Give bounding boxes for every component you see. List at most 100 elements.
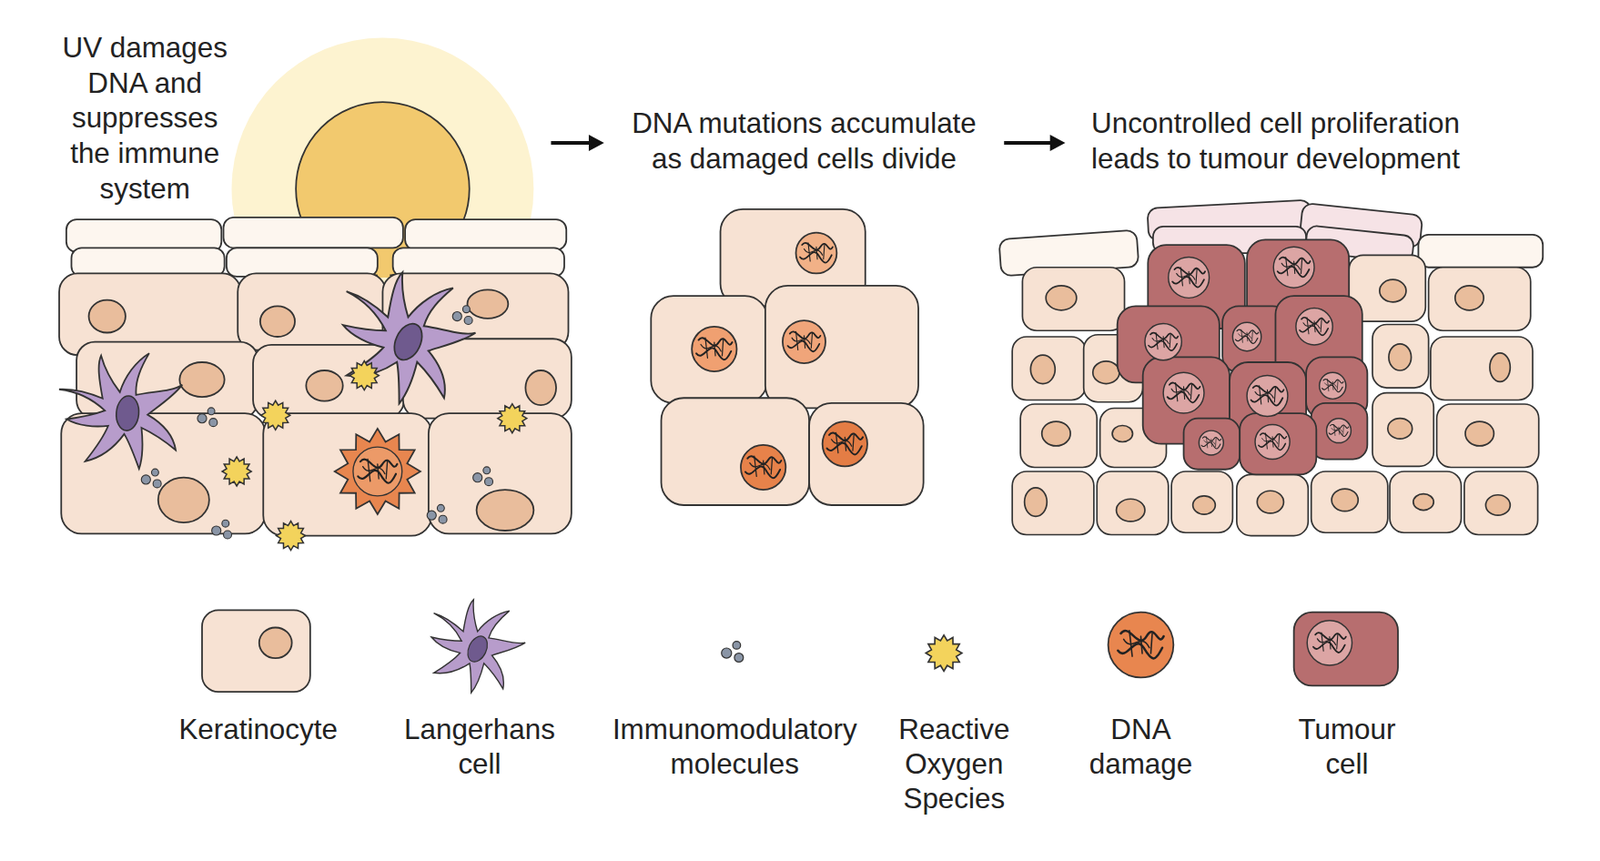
- illustration-part: [353, 446, 403, 497]
- illustration-part: [1372, 393, 1434, 467]
- illustration-part: [796, 232, 838, 274]
- legend-label: Immunomodulatory molecules: [601, 712, 868, 782]
- illustration-part: [1465, 421, 1494, 446]
- illustration-part: [1117, 630, 1164, 659]
- illustration-part: [202, 609, 311, 692]
- illustration-part: [740, 445, 786, 490]
- illustration-part: [1258, 433, 1287, 451]
- illustration-part: [1045, 285, 1077, 311]
- dna-damage-cell: [334, 428, 421, 515]
- illustration-part: [452, 305, 473, 325]
- immunomodulatory-molecules: [141, 305, 493, 539]
- ros: [222, 361, 527, 551]
- illustration-part: [1256, 490, 1284, 514]
- illustration-part: [70, 247, 224, 276]
- illustration-part: [179, 362, 224, 397]
- langerhans-cells: [50, 272, 476, 487]
- illustration-part: [1236, 474, 1308, 536]
- illustration-part: [1235, 329, 1259, 344]
- stage-caption: Uncontrolled cell proliferation leads to…: [1071, 106, 1479, 177]
- stage-panel: DNA mutations accumulate as damaged cell…: [604, 106, 1004, 181]
- illustration-part: [1096, 471, 1168, 536]
- illustration-part: [765, 285, 919, 409]
- illustration-part: [1012, 336, 1086, 401]
- illustration-part: [1322, 379, 1344, 393]
- stratum-corneum: [66, 217, 567, 277]
- illustration-part: [222, 456, 252, 487]
- illustration-part: [1116, 498, 1145, 522]
- arrow-head: [588, 134, 605, 152]
- illustration-part: [1012, 471, 1094, 536]
- illustration-part: [1372, 324, 1429, 389]
- legend-label: Keratinocyte: [156, 712, 361, 748]
- stage-caption: UV damages DNA and suppresses the immune…: [52, 30, 237, 207]
- legend-item: Keratinocyte: [156, 712, 361, 748]
- illustration-part: [1246, 375, 1288, 417]
- illustration-part: [1299, 317, 1329, 336]
- illustration-part: [1255, 424, 1290, 459]
- illustration-part: [1311, 471, 1388, 533]
- illustration-part: [721, 641, 744, 663]
- illustration-part: [827, 432, 863, 455]
- illustration-part: [212, 519, 233, 539]
- illustration-part: [1198, 430, 1224, 456]
- illustration-part: [1042, 421, 1071, 446]
- illustration-part: [1277, 257, 1311, 278]
- illustration-part: [1093, 361, 1120, 385]
- illustration-part: [1311, 403, 1368, 460]
- illustration-part: [691, 326, 737, 372]
- illustration-part: [1417, 234, 1543, 268]
- tumour-dna: [1148, 257, 1349, 451]
- illustration-part: [925, 635, 963, 672]
- illustration-part: [276, 521, 306, 551]
- dividing-cells: [650, 209, 923, 506]
- illustration-part: [745, 455, 781, 478]
- illustration-part: [473, 466, 494, 487]
- illustration-part: [1239, 413, 1317, 475]
- illustration-part: [1168, 257, 1210, 299]
- illustration-part: [1326, 418, 1352, 444]
- legend-item: Reactive Oxygen Species: [892, 712, 1016, 817]
- illustration-part: [1437, 404, 1540, 468]
- illustration-part: [357, 459, 397, 484]
- illustration-part: [1232, 322, 1261, 351]
- illustration-part: [1251, 385, 1285, 406]
- illustration-part: [334, 428, 421, 515]
- illustration-part: [377, 244, 390, 278]
- illustration-part: [1184, 418, 1241, 470]
- illustration-part: [788, 331, 821, 352]
- illustration-part: [405, 219, 567, 251]
- illustration-part: [809, 403, 924, 506]
- legend-item: Tumour cell: [1296, 712, 1398, 782]
- illustration-part: [1030, 354, 1055, 384]
- illustration-part: [223, 217, 404, 249]
- tumour-cells: [1117, 239, 1368, 475]
- illustration-part: [1389, 471, 1461, 533]
- illustration-part: [259, 627, 293, 659]
- illustration-part: [1319, 372, 1347, 399]
- illustration-part: [428, 413, 572, 534]
- illustration-part: [1193, 496, 1216, 515]
- illustration-part: [50, 333, 204, 487]
- legend-item: Langerhans cell: [397, 712, 561, 782]
- legend-label: Tumour cell: [1296, 712, 1398, 782]
- legend-label: DNA damage: [1084, 712, 1197, 782]
- legend-item: Immunomodulatory molecules: [601, 712, 868, 782]
- legend-label: Langerhans cell: [397, 712, 561, 782]
- illustration-part: [1489, 353, 1510, 382]
- illustration-part: [305, 370, 343, 402]
- dna-marks: [696, 243, 863, 478]
- illustration-part: [650, 295, 768, 404]
- illustration-part: [393, 247, 565, 276]
- illustration-part: [1294, 612, 1398, 687]
- illustration-part: [800, 243, 833, 264]
- illustration-part: [261, 400, 291, 430]
- illustration-part: [1306, 620, 1352, 666]
- illustration-part: [1163, 372, 1205, 414]
- illustration-part: [661, 397, 811, 506]
- stage-panel: Uncontrolled cell proliferation leads to…: [1065, 106, 1487, 181]
- stage-panel: UV damages DNA and suppresses the immune…: [52, 30, 551, 215]
- arrow-head: [1050, 134, 1066, 152]
- illustration-part: [1379, 279, 1407, 303]
